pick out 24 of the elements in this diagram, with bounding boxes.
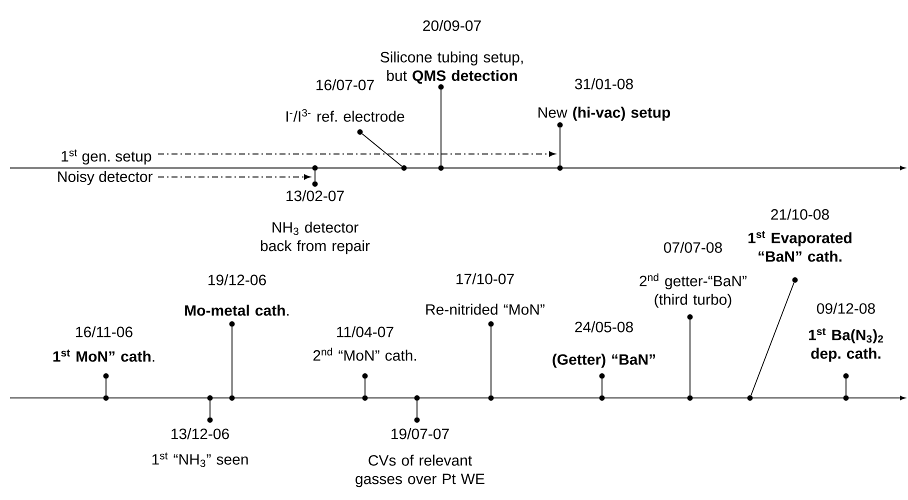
event-label: 24/05-08 (Getter) “BaN” <box>552 321 655 368</box>
dash-dot-arrow <box>158 174 311 180</box>
stem-line <box>440 90 442 166</box>
event-label: 09/12-08 1$^{st}$ Ba(N$_{3}$)$_{2}$ dep. cath. <box>809 302 883 362</box>
event-label: 13/12-06 1$^{st}$ “NH$_{3}$” seen <box>152 428 248 468</box>
event-label: 16/11-06 1$^{st}$ MoN” cath. <box>53 326 154 362</box>
event-label: 17/10-07 Re-nitrided “MoN” <box>426 273 544 315</box>
event-label: 21/10-08 1$^{st}$ Evaporated “BaN” cath. <box>748 208 852 262</box>
event-label: 31/01-08 New (hi-vac) setup <box>538 78 670 121</box>
event-label: 19/12-06 Mo-metal cath. <box>185 274 289 316</box>
event-label: 19/07-07 CVs of relevant gasses over Pt WE <box>356 428 484 488</box>
stem-line <box>362 133 402 167</box>
period-label: Noisy detector <box>58 171 153 185</box>
stem-line <box>750 282 794 396</box>
dash-dot-arrow <box>158 151 556 157</box>
stem-line <box>314 170 316 182</box>
event-label: 13/02-07 NH$_{3}$ detector back from repair <box>260 190 370 254</box>
period-label: 1$^{st}$ gen. setup <box>62 149 152 165</box>
event-label: 07/07-08 2$^{nd}$ getter-“BaN” (third turbo) <box>640 242 746 308</box>
event-label: 11/04-07 2$^{nd}$ “MoN” cath. <box>313 326 416 361</box>
event-label: 20/09-07 Silicone tubing setup, but QMS detection <box>380 20 523 84</box>
stem-line <box>490 326 492 396</box>
stem-line <box>364 378 366 396</box>
stem-line <box>416 400 418 418</box>
